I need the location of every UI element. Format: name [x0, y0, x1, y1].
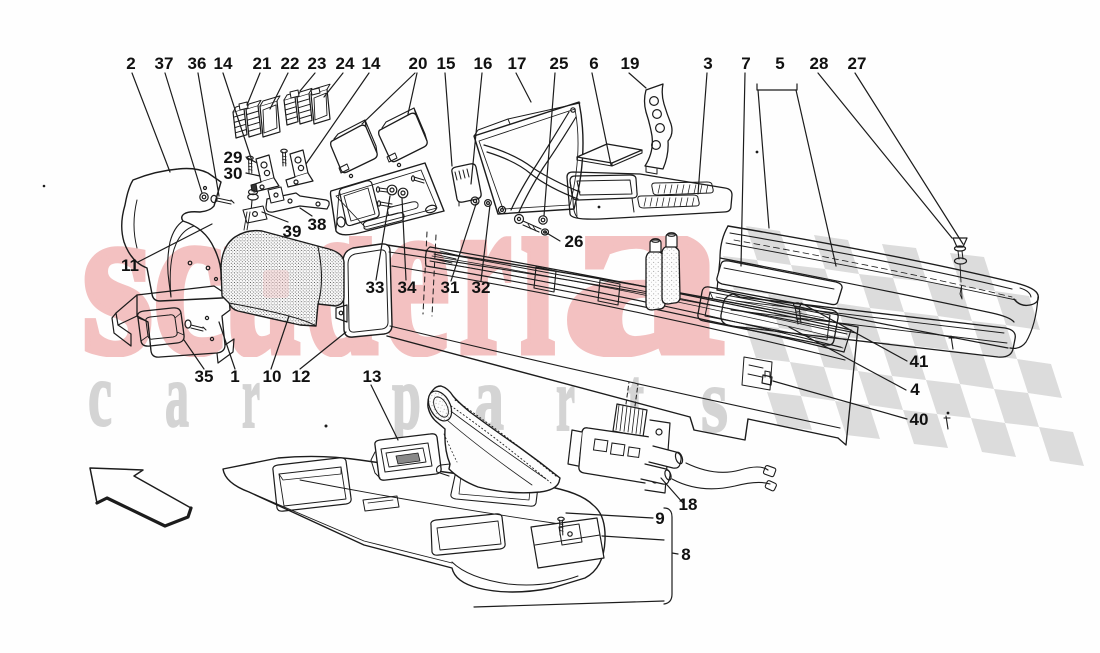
- svg-text:8: 8: [681, 545, 690, 564]
- svg-text:23: 23: [308, 54, 327, 73]
- svg-text:12: 12: [292, 367, 311, 386]
- svg-text:21: 21: [253, 54, 272, 73]
- svg-text:s: s: [701, 350, 728, 451]
- svg-text:10: 10: [263, 367, 282, 386]
- svg-text:a: a: [165, 345, 189, 446]
- svg-text:18: 18: [679, 495, 698, 514]
- svg-text:s: s: [82, 159, 153, 399]
- svg-text:6: 6: [589, 54, 598, 73]
- svg-text:32: 32: [472, 278, 491, 297]
- svg-text:16: 16: [474, 54, 493, 73]
- svg-text:14: 14: [362, 54, 381, 73]
- svg-text:25: 25: [550, 54, 569, 73]
- svg-text:37: 37: [155, 54, 174, 73]
- svg-text:c: c: [88, 344, 112, 445]
- svg-text:40: 40: [910, 410, 929, 429]
- svg-text:r: r: [242, 346, 260, 447]
- svg-text:13: 13: [363, 367, 382, 386]
- svg-text:7: 7: [741, 54, 750, 73]
- svg-text:1: 1: [230, 367, 239, 386]
- svg-text:19: 19: [621, 54, 640, 73]
- svg-text:35: 35: [195, 367, 214, 386]
- svg-text:27: 27: [848, 54, 867, 73]
- svg-text:34: 34: [398, 278, 417, 297]
- svg-text:31: 31: [441, 278, 460, 297]
- svg-text:39: 39: [283, 222, 302, 241]
- svg-text:5: 5: [775, 54, 784, 73]
- svg-text:20: 20: [409, 54, 428, 73]
- svg-text:11: 11: [121, 256, 139, 275]
- svg-text:i: i: [520, 134, 555, 405]
- svg-text:22: 22: [281, 54, 300, 73]
- svg-text:36: 36: [188, 54, 207, 73]
- svg-text:r: r: [556, 349, 575, 450]
- svg-text:41: 41: [910, 352, 929, 371]
- svg-text:15: 15: [437, 54, 456, 73]
- svg-text:38: 38: [308, 215, 327, 234]
- svg-text:30: 30: [224, 164, 243, 183]
- svg-text:3: 3: [703, 54, 712, 73]
- svg-text:29: 29: [224, 148, 243, 167]
- svg-text:26: 26: [565, 232, 584, 251]
- svg-text:p: p: [392, 347, 421, 448]
- svg-text:2: 2: [126, 54, 135, 73]
- svg-text:28: 28: [810, 54, 829, 73]
- svg-text:24: 24: [336, 54, 355, 73]
- svg-text:17: 17: [508, 54, 527, 73]
- svg-text:33: 33: [366, 278, 385, 297]
- svg-text:4: 4: [910, 380, 920, 399]
- svg-text:9: 9: [655, 509, 664, 528]
- svg-text:14: 14: [214, 54, 233, 73]
